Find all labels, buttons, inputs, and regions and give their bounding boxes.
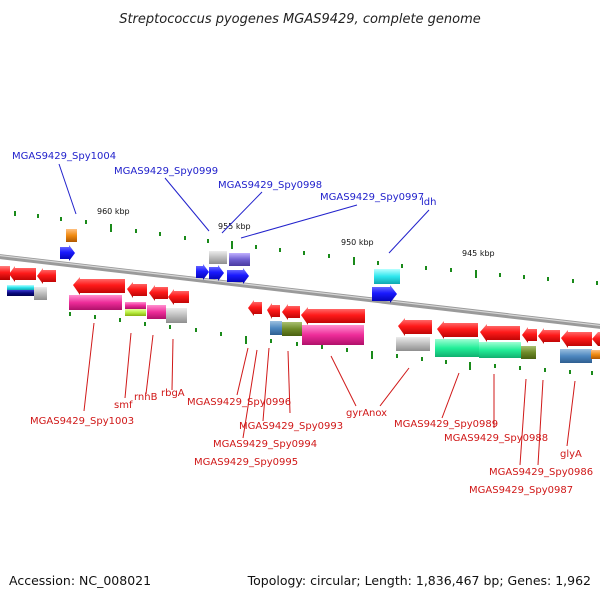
- gene-feature[interactable]: [267, 303, 280, 319]
- gene-feature[interactable]: [480, 324, 520, 342]
- scale-label: 955 kbp: [218, 222, 251, 231]
- scale-ticks: [14, 211, 598, 285]
- gene-feature[interactable]: [227, 268, 249, 284]
- gene-feature[interactable]: [437, 321, 478, 339]
- gene-feature[interactable]: [147, 305, 166, 319]
- gene-feature[interactable]: [282, 322, 302, 336]
- gene-feature[interactable]: [196, 264, 209, 280]
- gene-feature[interactable]: [125, 309, 146, 316]
- gene-feature[interactable]: [66, 229, 77, 242]
- gene-label[interactable]: smf: [114, 400, 133, 411]
- gene-label[interactable]: MGAS9429_Spy0986: [489, 467, 593, 478]
- accession-text: Accession: NC_008021: [9, 573, 151, 588]
- gene-feature[interactable]: [591, 350, 600, 359]
- gene-label[interactable]: MGAS9429_Spy0997: [320, 192, 424, 203]
- gene-label[interactable]: MGAS9429_Spy0994: [213, 439, 317, 450]
- gene-feature[interactable]: [479, 342, 521, 358]
- gene-label[interactable]: nox: [369, 408, 387, 419]
- gene-feature[interactable]: [396, 337, 430, 351]
- forward-strand: [60, 229, 400, 303]
- gene-label[interactable]: MGAS9429_Spy0987: [469, 485, 573, 496]
- gene-feature[interactable]: [560, 349, 592, 363]
- gene-feature[interactable]: [561, 330, 592, 348]
- gene-label[interactable]: MGAS9429_Spy0988: [444, 433, 548, 444]
- gene-feature[interactable]: [209, 251, 227, 264]
- scale-label: 960 kbp: [97, 207, 130, 216]
- genome-backbone: [0, 254, 600, 329]
- genome-summary: Topology: circular; Length: 1,836,467 bp…: [247, 573, 591, 588]
- gene-feature[interactable]: [149, 285, 168, 301]
- gene-label[interactable]: MGAS9429_Spy0998: [218, 180, 322, 191]
- gene-feature[interactable]: [302, 325, 364, 345]
- gene-feature[interactable]: [522, 327, 537, 343]
- gene-label[interactable]: MGAS9429_Spy0996: [187, 397, 291, 408]
- gene-feature[interactable]: [69, 295, 122, 310]
- gene-feature[interactable]: [301, 307, 365, 325]
- inner-ticks: [69, 312, 593, 375]
- gene-label[interactable]: MGAS9429_Spy1003: [30, 416, 134, 427]
- gene-label[interactable]: MGAS9429_Spy1004: [12, 151, 116, 162]
- scale-label: 945 kbp: [462, 249, 495, 258]
- gene-label[interactable]: MGAS9429_Spy0993: [239, 421, 343, 432]
- gene-label[interactable]: glyA: [560, 449, 582, 460]
- gene-feature[interactable]: [229, 253, 250, 266]
- gene-feature[interactable]: [125, 302, 146, 309]
- gene-feature[interactable]: [372, 285, 397, 303]
- reverse-leaders: [83, 322, 576, 466]
- gene-feature[interactable]: [34, 287, 47, 300]
- gene-feature[interactable]: [7, 285, 34, 290]
- gene-label[interactable]: MGAS9429_Spy0989: [394, 419, 498, 430]
- gene-feature[interactable]: [0, 266, 10, 280]
- gene-label[interactable]: MGAS9429_Spy0999: [114, 166, 218, 177]
- gene-label[interactable]: gyrA: [346, 408, 369, 419]
- gene-feature[interactable]: [374, 269, 400, 284]
- genome-title: Streptococcus pyogenes MGAS9429, complet…: [119, 12, 481, 27]
- gene-feature[interactable]: [435, 339, 479, 357]
- gene-feature[interactable]: [592, 332, 600, 346]
- gene-feature[interactable]: [60, 245, 75, 261]
- gene-feature[interactable]: [248, 300, 262, 316]
- gene-feature[interactable]: [73, 277, 125, 295]
- gene-feature[interactable]: [521, 346, 536, 359]
- forward-leaders: [58, 163, 430, 254]
- gene-feature[interactable]: [538, 328, 560, 344]
- gene-label[interactable]: ldh: [421, 197, 436, 208]
- gene-feature[interactable]: [282, 304, 300, 320]
- gene-feature[interactable]: [37, 268, 56, 284]
- gene-feature[interactable]: [127, 282, 147, 298]
- gene-feature[interactable]: [9, 266, 36, 282]
- gene-feature[interactable]: [398, 318, 432, 336]
- gene-feature[interactable]: [168, 289, 189, 305]
- scale-label: 950 kbp: [341, 238, 374, 247]
- gene-feature[interactable]: [7, 290, 34, 296]
- gene-label[interactable]: rnhB: [134, 392, 158, 403]
- reverse-strand: [0, 266, 600, 363]
- gene-feature[interactable]: [166, 308, 187, 323]
- gene-feature[interactable]: [270, 321, 282, 335]
- gene-label[interactable]: rbgA: [161, 388, 185, 399]
- gene-feature[interactable]: [209, 265, 224, 281]
- gene-label[interactable]: MGAS9429_Spy0995: [194, 457, 298, 468]
